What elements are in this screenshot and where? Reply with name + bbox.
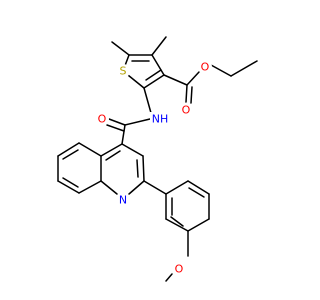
bond-c4a-c4q — [100, 143, 123, 157]
bond-camide-o-2 — [106, 124, 125, 132]
bond-camide-o — [108, 118, 126, 126]
bond-c1a-c6a — [165, 180, 189, 195]
bond-c4q-c3q — [121, 143, 144, 157]
atom-n-quinoline: N — [116, 193, 130, 207]
bond-c2-nh — [143, 87, 152, 114]
bond-c5-methyl — [111, 41, 130, 56]
bond-c7-c8 — [57, 180, 80, 194]
atom-o-methoxy: O — [172, 262, 186, 276]
bond-c3q-c2q-inner — [136, 159, 139, 178]
bond-c7-c8-inner — [62, 177, 79, 188]
atom-label-o-methoxy: O — [175, 263, 184, 276]
molecule-structure: S O O NH O N O — [57, 36, 258, 282]
bond-layer — [57, 36, 258, 282]
bond-nh-camide — [124, 118, 151, 126]
bond-c6a-c5a — [187, 180, 210, 195]
atom-label-o-ester-double: O — [182, 104, 191, 117]
bond-c5-c6 — [57, 142, 80, 157]
bond-camide-c4q — [121, 124, 126, 145]
atom-nh: NH — [150, 112, 170, 126]
bond-ester-c-o-single — [186, 71, 200, 86]
bond-c5-c6-inner — [62, 149, 79, 160]
atom-s1: S — [116, 64, 130, 78]
bond-c2q-c1a — [143, 180, 167, 195]
bond-c2-c3 — [143, 74, 165, 89]
atom-label-nh: NH — [152, 113, 169, 126]
bond-c3-ccarbonyl — [163, 74, 188, 86]
bond-c3a-c2a-inner — [170, 216, 184, 227]
bond-c2q-n — [128, 180, 145, 195]
bond-ch2-ch3 — [230, 60, 258, 77]
bond-c3a-c2a — [165, 218, 189, 232]
bond-c4a-c3a — [187, 218, 210, 232]
bond-omethoxy-ch3 — [165, 273, 173, 282]
bond-c4a-c5 — [78, 142, 102, 157]
bond-n-c8a — [100, 180, 118, 195]
bond-c4a-c4q-inner — [105, 150, 121, 161]
bond-c2-c3-inner — [145, 69, 162, 81]
bond-c8-c8a — [78, 180, 102, 194]
bond-c3q-c2q — [142, 155, 145, 182]
atom-label-o-ester-single: O — [201, 61, 210, 74]
bond-o-ch2 — [210, 64, 232, 77]
atom-o-ester-single: O — [198, 60, 212, 74]
atom-label-layer: S O O NH O N O — [95, 60, 212, 276]
atom-label-n-quinoline: N — [119, 194, 127, 207]
bond-c3-c4 — [151, 54, 165, 76]
atom-o-amide: O — [95, 112, 109, 126]
bond-c4-methyl — [151, 36, 167, 56]
atom-label-o-amide: O — [98, 113, 107, 126]
bond-ester-c-o-double-2 — [190, 86, 193, 104]
bond-c6a-c5a-inner — [188, 187, 205, 198]
bond-ester-c-o-double — [185, 84, 188, 103]
atom-o-ester-double: O — [179, 103, 193, 117]
atom-label-s1: S — [120, 65, 127, 78]
